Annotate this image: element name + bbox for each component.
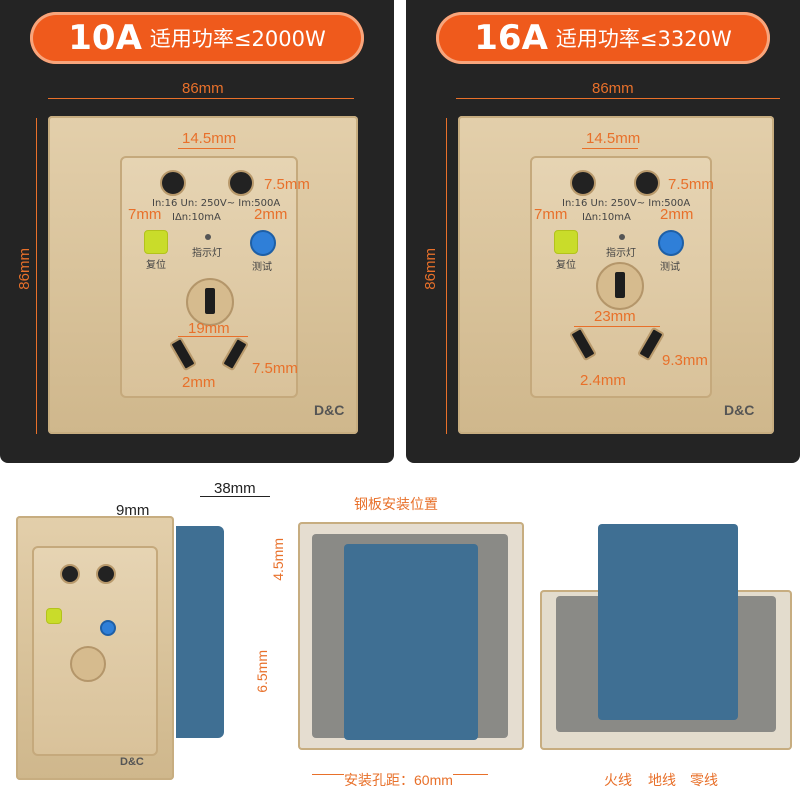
power-label: 适用功率≤3320W xyxy=(555,27,732,51)
indicator-label: 指示灯 xyxy=(606,248,636,259)
neutral-wire-label: 零线 xyxy=(690,772,718,788)
bottom-size-left: 2.4mm xyxy=(580,372,626,389)
power-label: 适用功率≤2000W xyxy=(149,27,326,51)
side-test-button xyxy=(100,620,116,636)
side-ground-socket xyxy=(70,646,106,682)
right-hole xyxy=(634,170,660,196)
bottom-size-right: 7.5mm xyxy=(252,360,298,377)
ground-socket xyxy=(596,262,644,310)
reset-label: 复位 xyxy=(146,260,166,271)
hole-size-right2: 2mm xyxy=(254,206,288,223)
hole-size-left: 7mm xyxy=(534,206,568,223)
ground-wire-label: 地线 xyxy=(648,772,676,788)
back-module-body xyxy=(344,544,478,740)
spec-text: In:16 Un: 250V~ Im:500A xyxy=(562,198,691,209)
amp-label: 10A xyxy=(68,18,142,58)
left-hole xyxy=(570,170,596,196)
steel-position-label: 钢板安装位置 xyxy=(354,496,438,512)
hole-size-right: 7.5mm xyxy=(668,176,714,193)
brand-logo: D&C xyxy=(314,402,345,418)
side-brand-logo: D&C xyxy=(120,756,144,768)
test-label: 测试 xyxy=(252,262,272,273)
terminal-module-body xyxy=(598,524,738,720)
socket-plate: In:16 Un: 250V~ Im:500A IΔn:10mA 复位 指示灯 … xyxy=(48,116,358,434)
depth-dimension: 38mm xyxy=(214,480,256,497)
side-right-hole xyxy=(96,564,116,584)
width-dimension: 86mm xyxy=(182,80,224,97)
spec-text: In:16 Un: 250V~ Im:500A xyxy=(152,198,281,209)
side-left-hole xyxy=(60,564,80,584)
left-hole xyxy=(160,170,186,196)
reset-button[interactable] xyxy=(144,230,168,254)
bottom-size-right: 9.3mm xyxy=(662,352,708,369)
test-label: 测试 xyxy=(660,262,680,273)
rating-badge-10a: 10A 适用功率≤2000W xyxy=(30,12,364,64)
hole-distance-label: 安装孔距：60mm xyxy=(344,770,453,790)
panel-10a: 10A 适用功率≤2000W 86mm 86mm In:16 Un: 250V~… xyxy=(0,0,394,463)
amp-label: 16A xyxy=(474,18,548,58)
top-gap-dimension: 4.5mm xyxy=(270,538,286,581)
right-hole xyxy=(228,170,254,196)
test-button[interactable] xyxy=(250,230,276,256)
reset-label: 复位 xyxy=(556,260,576,271)
side-module-body xyxy=(176,526,224,738)
hole-size-left: 7mm xyxy=(128,206,162,223)
indicator-led xyxy=(205,234,211,240)
hole-size-right: 7.5mm xyxy=(264,176,310,193)
indicator-label: 指示灯 xyxy=(192,248,222,259)
bottom-spacing: 19mm xyxy=(188,320,230,337)
socket-plate: In:16 Un: 250V~ Im:500A IΔn:10mA 复位 指示灯 … xyxy=(458,116,774,434)
rating-badge-16a: 16A 适用功率≤3320W xyxy=(436,12,770,64)
reset-button[interactable] xyxy=(554,230,578,254)
frame-thickness: 9mm xyxy=(116,502,150,519)
hole-size-right2: 2mm xyxy=(660,206,694,223)
socket-inner-frame xyxy=(120,156,298,398)
hole-spacing: 14.5mm xyxy=(182,130,237,147)
ian-text: IΔn:10mA xyxy=(172,212,221,223)
side-reset-button xyxy=(46,608,62,624)
height-dimension: 86mm xyxy=(422,248,439,290)
bottom-size-left: 2mm xyxy=(182,374,216,391)
side-view-plate: D&C xyxy=(16,516,174,780)
brand-logo: D&C xyxy=(724,402,755,418)
indicator-led xyxy=(619,234,625,240)
live-wire-label: 火线 xyxy=(604,772,632,788)
width-dimension: 86mm xyxy=(592,80,634,97)
height-dimension: 86mm xyxy=(16,248,33,290)
hole-spacing: 14.5mm xyxy=(586,130,641,147)
ian-text: IΔn:10mA xyxy=(582,212,631,223)
ground-socket xyxy=(186,278,234,326)
bottom-spacing: 23mm xyxy=(594,308,636,325)
test-button[interactable] xyxy=(658,230,684,256)
side-gap-dimension: 6.5mm xyxy=(254,650,270,693)
back-plate xyxy=(298,522,524,750)
panel-16a: 16A 适用功率≤3320W 86mm 86mm In:16 Un: 250V~… xyxy=(406,0,800,463)
